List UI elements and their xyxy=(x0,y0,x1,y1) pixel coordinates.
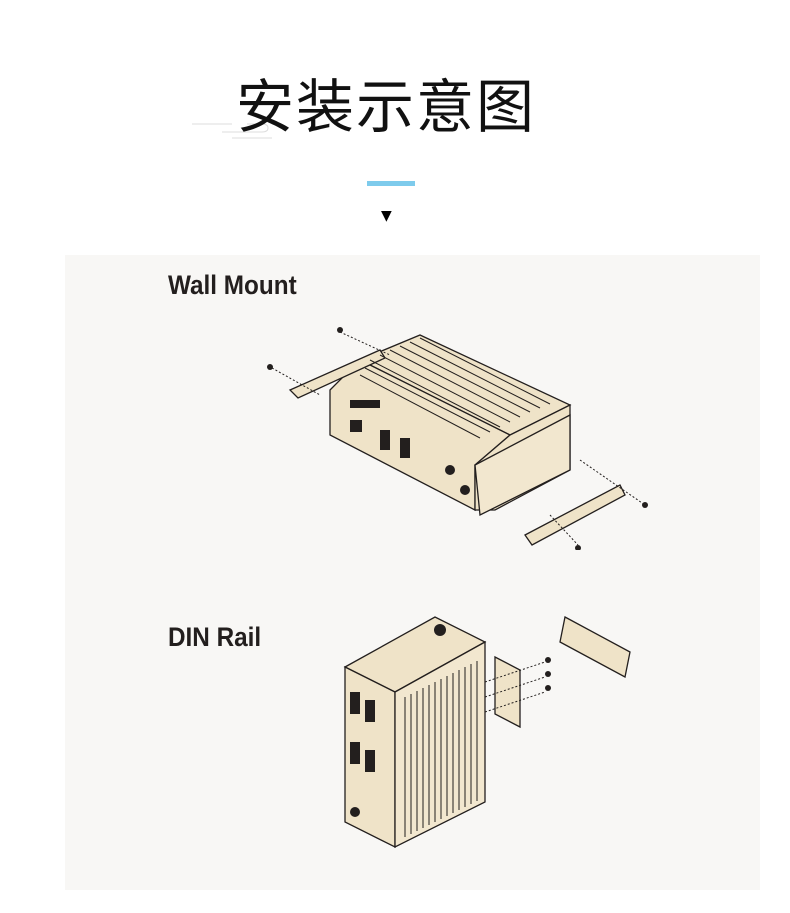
cloud-decoration-icon xyxy=(192,123,272,139)
title-accent-bar xyxy=(367,181,415,186)
page-title: 安装示意图 xyxy=(236,73,537,141)
down-arrow-icon: ▼ xyxy=(381,208,392,224)
wall-mount-label: Wall Mount xyxy=(168,270,297,300)
din-rail-illustration xyxy=(343,616,631,849)
wall-mount-illustration xyxy=(267,327,648,550)
din-rail-label: DIN Rail xyxy=(168,622,262,652)
